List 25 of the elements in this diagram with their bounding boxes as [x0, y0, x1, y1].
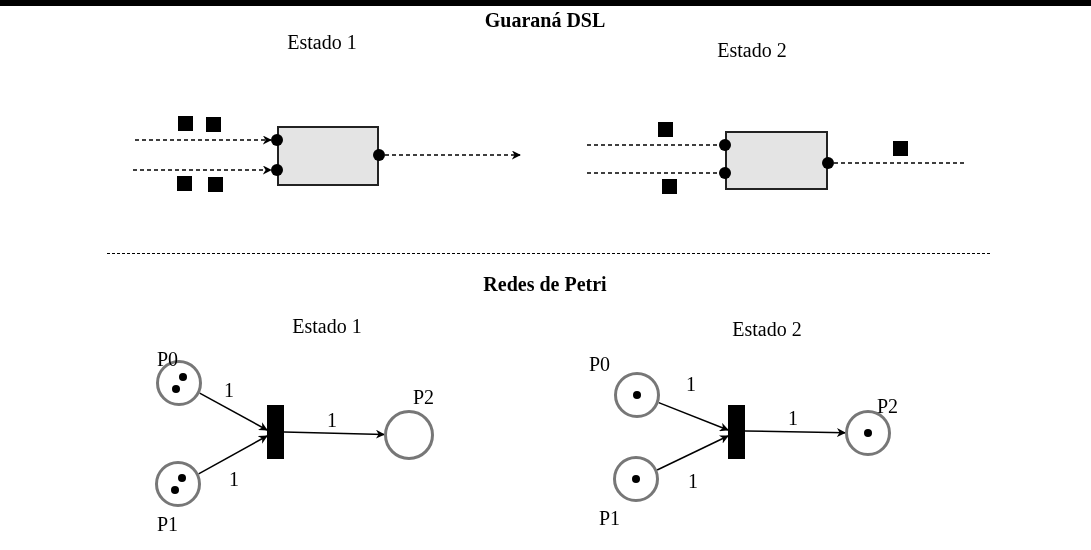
state-label: Estado 1 [292, 314, 362, 338]
transition-bar [728, 405, 745, 459]
arrow [197, 435, 268, 475]
arrow [134, 135, 272, 145]
arrow [132, 165, 272, 175]
state-label: Estado 2 [717, 38, 787, 62]
place-label: P1 [157, 512, 179, 536]
arrow [198, 392, 268, 431]
state-label: Estado 1 [287, 30, 357, 54]
section-heading: Guaraná DSL [484, 8, 606, 32]
place-label: P1 [599, 506, 621, 530]
place-label: P0 [589, 352, 611, 376]
task-box [719, 131, 834, 190]
state-label: Estado 2 [732, 317, 802, 341]
place-label: P0 [157, 347, 179, 371]
arrow [384, 150, 521, 160]
arrow [744, 428, 846, 437]
place-label: P2 [413, 385, 435, 409]
section-heading: Redes de Petri [483, 272, 607, 296]
arrow [657, 401, 729, 432]
arrow [656, 435, 729, 471]
task-box [271, 126, 385, 186]
transition-bar [267, 405, 284, 459]
arrow [283, 429, 385, 439]
place-label: P2 [877, 394, 899, 418]
